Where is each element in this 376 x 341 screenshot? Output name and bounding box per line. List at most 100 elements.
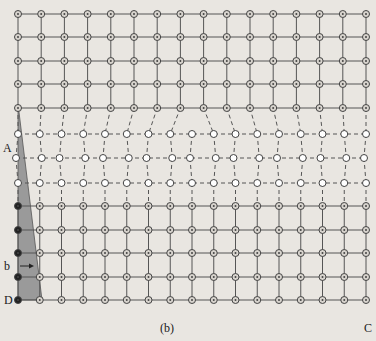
atom-core [365, 252, 367, 254]
atom-core [203, 60, 205, 62]
atom [270, 105, 277, 112]
atom-core [322, 229, 324, 231]
atom [38, 11, 45, 18]
atom [145, 274, 152, 281]
atom [58, 180, 65, 187]
lattice-row [18, 230, 366, 231]
atom [131, 81, 138, 88]
atom-core [191, 276, 193, 278]
atom [36, 250, 43, 257]
atom-core [343, 252, 345, 254]
atom-core [40, 107, 42, 109]
atom-core [319, 107, 321, 109]
atom-core [295, 107, 297, 109]
atom-core [82, 276, 84, 278]
atom-core [342, 83, 344, 85]
atom-core [126, 299, 128, 301]
atom-core [300, 299, 302, 301]
atom [276, 274, 283, 281]
atom-core [17, 107, 19, 109]
atom-core [365, 83, 367, 85]
atom [102, 180, 109, 187]
atom [363, 227, 370, 234]
atom-core [203, 83, 205, 85]
atom [58, 250, 65, 257]
atom [341, 274, 348, 281]
atom-core [169, 299, 171, 301]
atom [36, 180, 43, 187]
atom-core [278, 299, 280, 301]
atom [145, 180, 152, 187]
atom-core [126, 252, 128, 254]
atom [80, 131, 87, 138]
atom-core [272, 83, 274, 85]
atom-core [39, 229, 41, 231]
atom-core [169, 205, 171, 207]
atom [15, 203, 22, 210]
atom [15, 297, 22, 304]
atom [256, 155, 263, 162]
atom-core [226, 83, 228, 85]
atom [154, 34, 161, 41]
atom-core [63, 36, 65, 38]
atom [316, 11, 323, 18]
atom [15, 180, 22, 187]
atom [154, 105, 161, 112]
atom [167, 203, 174, 210]
lattice-row [18, 300, 366, 301]
atom [319, 250, 326, 257]
atom [58, 297, 65, 304]
lattice-bond [149, 108, 158, 134]
atom [210, 297, 217, 304]
atom [297, 297, 304, 304]
atom-core [148, 276, 150, 278]
atom-core [104, 205, 106, 207]
atom [363, 180, 370, 187]
atom [58, 274, 65, 281]
atom [102, 250, 109, 257]
atom [254, 131, 261, 138]
atom [339, 105, 346, 112]
atom [58, 131, 65, 138]
lattice-row [18, 253, 366, 254]
atom [15, 274, 22, 281]
atom-core [203, 107, 205, 109]
atom-core [226, 13, 228, 15]
atom [223, 105, 230, 112]
atom [270, 11, 277, 18]
atom-core [87, 36, 89, 38]
atom [200, 11, 207, 18]
atom [84, 34, 91, 41]
atom [123, 131, 130, 138]
atom-core [191, 205, 193, 207]
atom [297, 180, 304, 187]
atom [84, 81, 91, 88]
lattice-row [18, 14, 366, 15]
atom [36, 297, 43, 304]
atom [254, 180, 261, 187]
atom-core [179, 36, 181, 38]
figure-label: D [4, 294, 13, 306]
atom [187, 155, 194, 162]
atom-core [133, 36, 135, 38]
atom-core [110, 13, 112, 15]
atom [341, 131, 348, 138]
atom [189, 250, 196, 257]
atom-core [322, 252, 324, 254]
atom [123, 227, 130, 234]
atom [247, 34, 254, 41]
atom-core [235, 276, 237, 278]
atom [293, 34, 300, 41]
atom [145, 131, 152, 138]
atom [230, 155, 237, 162]
atom [316, 34, 323, 41]
atom-core [104, 276, 106, 278]
atom-core [61, 252, 63, 254]
atom-core [365, 229, 367, 231]
atom [363, 203, 370, 210]
atom [143, 155, 150, 162]
lattice-row [18, 277, 366, 278]
atom-core [278, 229, 280, 231]
atom [38, 58, 45, 65]
